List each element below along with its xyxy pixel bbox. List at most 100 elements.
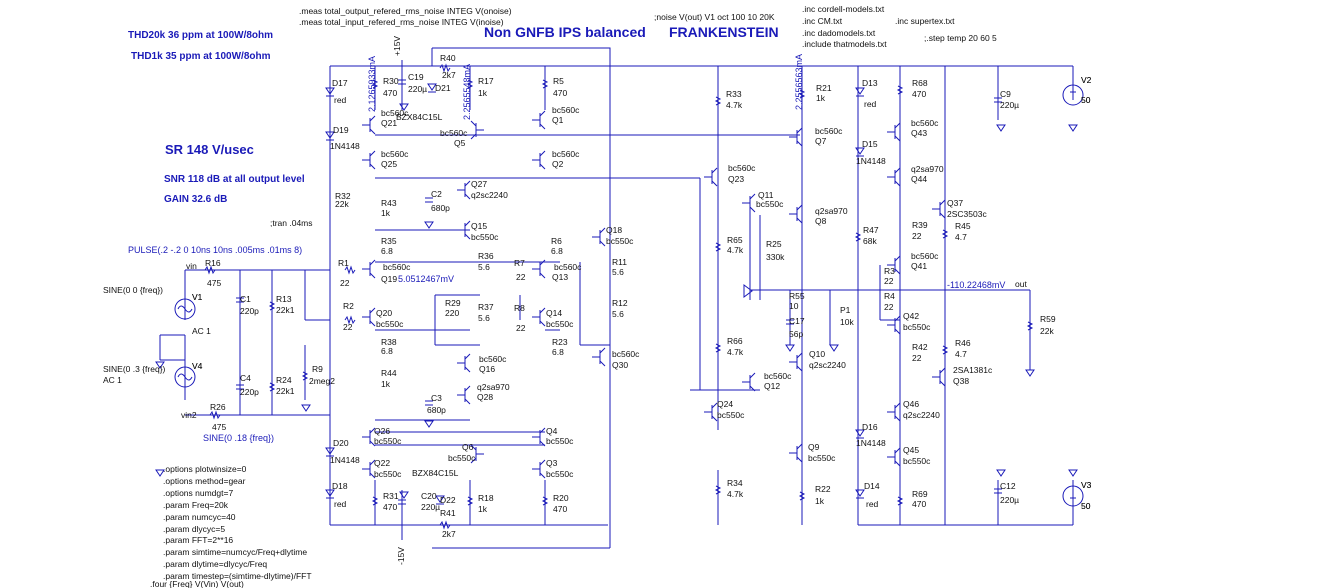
component-label: R33 [726, 89, 742, 99]
component-label: C19 [408, 72, 424, 82]
component-label: bc550c [546, 319, 574, 329]
component-label: R32 [335, 191, 351, 201]
param-line: .param FFT=2**16 [163, 535, 233, 545]
component-label: R68 [912, 78, 928, 88]
component-label: 22k1 [276, 386, 295, 396]
component-label: q2sa970 [911, 164, 944, 174]
component-label: 56p [789, 329, 803, 339]
component-label: D21 [435, 83, 451, 93]
component-label: R11 [612, 257, 627, 267]
component-label: V1 [192, 292, 203, 302]
v2-name: V2 [1081, 75, 1092, 85]
component-label: C20 [421, 491, 437, 501]
component-label: bc560c [479, 354, 507, 364]
component-label: BZX84C15L [396, 112, 443, 122]
net-vin2: vin2 [181, 410, 197, 420]
noise-command: ;noise V(out) V1 oct 100 10 20K [654, 12, 775, 22]
component-label: Q38 [953, 376, 969, 386]
component-label: Q10 [809, 349, 825, 359]
param-line: .param Freq=20k [163, 500, 229, 510]
component-label: 2SC3503c [947, 209, 987, 219]
probe-voltage-out: -110.22468mV [947, 280, 1005, 290]
v1-name: V1 [192, 292, 203, 302]
component-label: R35 [381, 236, 397, 246]
component-label: 1k [816, 93, 826, 103]
component-label: bc560c [440, 128, 468, 138]
component-label: Q12 [764, 381, 780, 391]
component-label: 470 [553, 88, 567, 98]
component-label: Q2 [552, 159, 564, 169]
net-out: out [1015, 279, 1027, 289]
component-label: 1k [381, 379, 391, 389]
component-label: R37 [478, 302, 494, 312]
component-label: 220µ [1000, 495, 1019, 505]
thd1k-note: THD1k 35 ppm at 100W/8ohm [131, 51, 271, 62]
ground-symbols [155, 103, 1078, 499]
component-label: Q46 [903, 399, 919, 409]
source-labels: SINE(0 0 {freq}) V1 AC 1 SINE(0 .3 {freq… [103, 36, 1092, 565]
component-label: Q26 [374, 426, 390, 436]
component-label: 4.7 [955, 349, 967, 359]
component-label: Q9 [808, 442, 820, 452]
component-label: C1 [240, 294, 251, 304]
component-label: R9 [312, 364, 323, 374]
component-label: R26 [210, 402, 226, 412]
component-label: R46 [955, 338, 971, 348]
component-label: D14 [864, 481, 880, 491]
component-label: C3 [431, 393, 442, 403]
component-label: 50 [1081, 501, 1091, 511]
component-label: Q45 [903, 445, 919, 455]
component-label: Q21 [381, 118, 397, 128]
component-label: 10k [840, 317, 854, 327]
transistor-symbols [362, 110, 946, 479]
v4-ac: AC 1 [103, 375, 122, 385]
directives: .meas total_output_refered_rms_noise INT… [128, 4, 997, 255]
component-label: 6.8 [381, 246, 393, 256]
component-label: 22 [912, 353, 922, 363]
slew-rate-note: SR 148 V/usec [165, 142, 254, 157]
component-label: R66 [727, 336, 743, 346]
component-label: D13 [862, 78, 878, 88]
component-label: 6.8 [551, 246, 563, 256]
component-label: R31 [383, 491, 399, 501]
param-block: .options plotwinsize=0 .options method=g… [150, 464, 312, 588]
component-label: D16 [862, 422, 878, 432]
resistor-symbols [204, 63, 1034, 530]
component-label: Q20 [376, 308, 392, 318]
component-label: 220p [240, 387, 259, 397]
component-label: Q3 [546, 458, 558, 468]
component-label: bc550c [756, 199, 784, 209]
component-label: 4.7k [727, 347, 744, 357]
component-label: Q23 [728, 174, 744, 184]
component-label: Q19 [381, 274, 397, 284]
component-label: bc560c [911, 118, 939, 128]
component-label: bc560c [381, 149, 409, 159]
component-label: Q41 [911, 261, 927, 271]
component-label: R12 [612, 298, 628, 308]
component-label: bc550c [448, 453, 476, 463]
component-label: 2k7 [442, 70, 456, 80]
component-label: R25 [766, 239, 782, 249]
component-label: red [334, 499, 347, 509]
param-line: .options numdgt=7 [163, 488, 233, 498]
component-label: D15 [862, 139, 878, 149]
component-label: bc560c [728, 163, 756, 173]
component-label: red [866, 499, 879, 509]
frankenstein-title: FRANKENSTEIN [669, 24, 779, 40]
component-label: Q16 [479, 364, 495, 374]
supply-sources [174, 84, 1084, 507]
component-label: 5.6 [612, 267, 624, 277]
diode-symbols [325, 83, 865, 505]
meas-output-noise: .meas total_output_refered_rms_noise INT… [299, 6, 512, 16]
gain-note: GAIN 32.6 dB [164, 194, 227, 205]
component-label: q2sa970 [815, 206, 848, 216]
component-label: q2sc2240 [903, 410, 940, 420]
snr-note: SNR 118 dB at all output level [164, 174, 305, 185]
component-label: 680p [431, 203, 450, 213]
component-label: C12 [1000, 481, 1016, 491]
component-label: R8 [514, 303, 525, 313]
component-label: R45 [955, 221, 971, 231]
component-label: C17 [789, 316, 805, 326]
component-label: D17 [332, 78, 348, 88]
component-label: bc560c [911, 251, 939, 261]
